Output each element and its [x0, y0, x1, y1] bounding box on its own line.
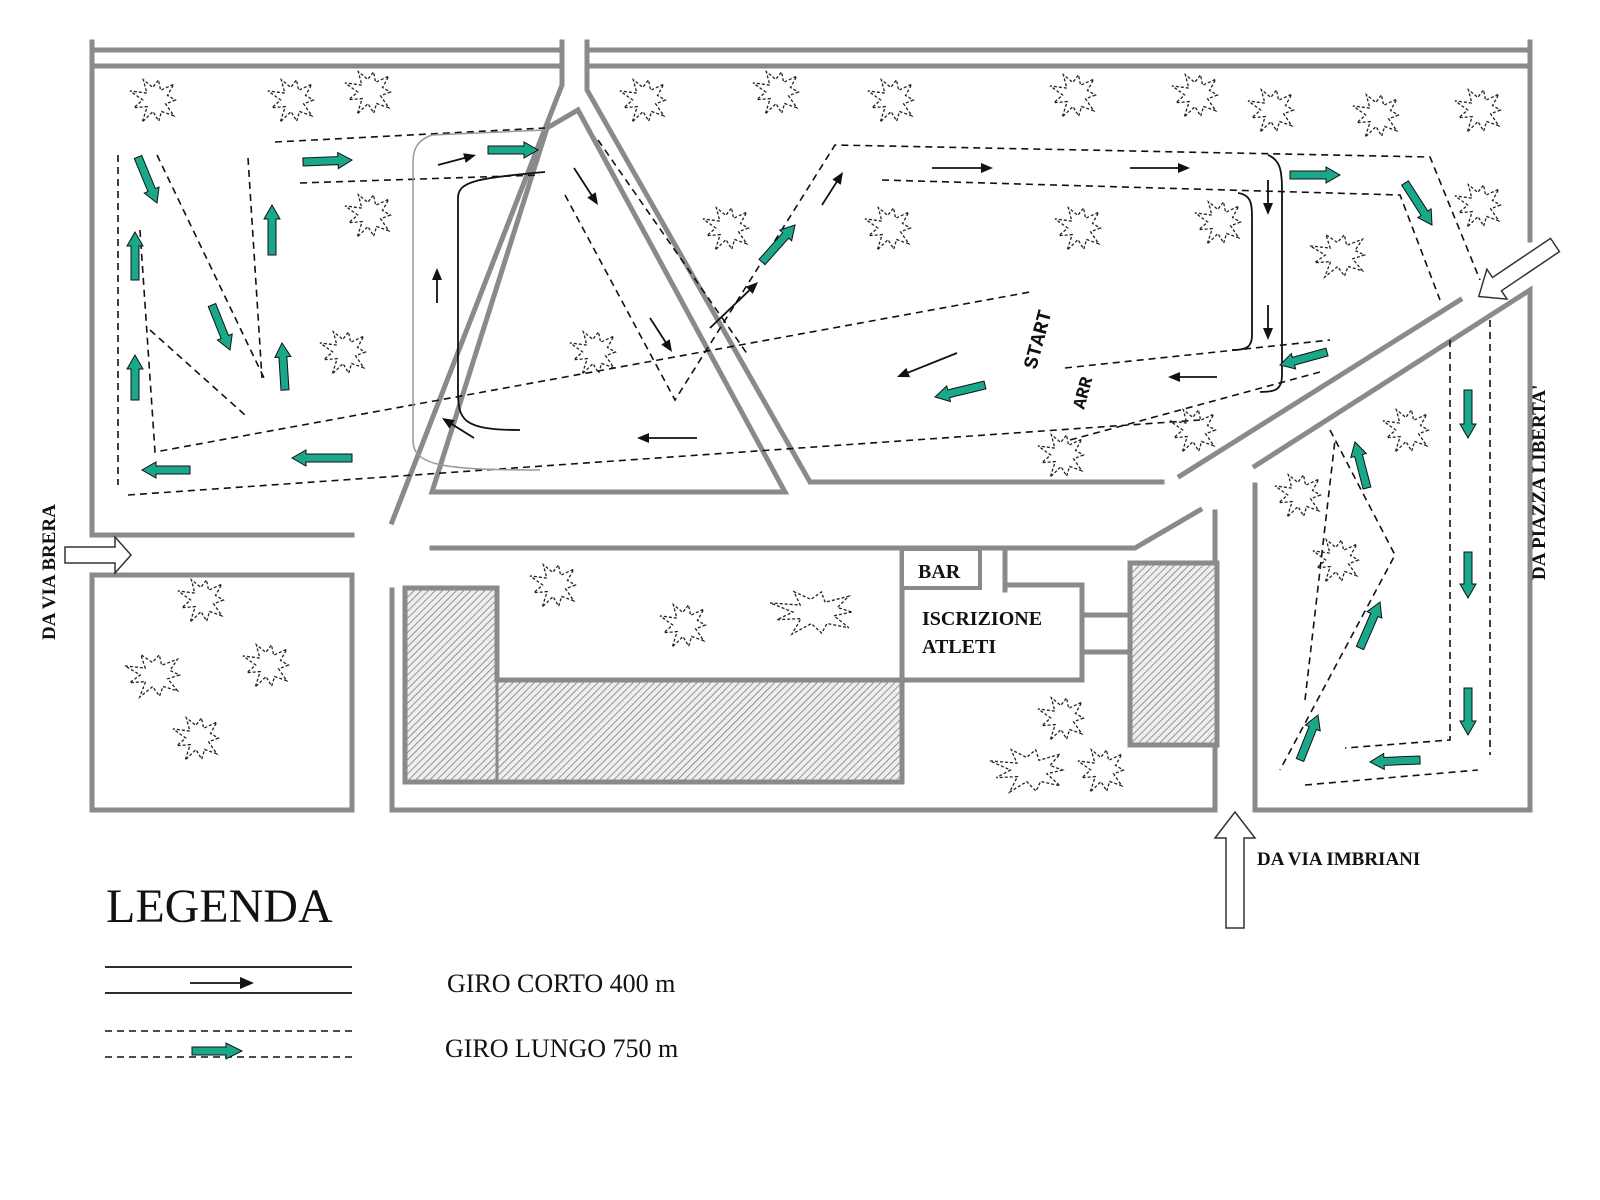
short-loop-arrow-icon [1263, 305, 1273, 340]
short-loop-arrow-icon [437, 153, 477, 166]
tree-icon [619, 77, 667, 123]
short-loop-arrow-icon [649, 317, 673, 353]
trees [124, 69, 1502, 794]
arrival-label: ARR [1070, 375, 1098, 412]
short-loop-arrow-icon [1263, 180, 1273, 215]
tree-icon [124, 653, 182, 700]
long-loop-arrow-icon [140, 461, 191, 479]
bar-label: BAR [918, 561, 961, 583]
entrance-arrow-imbriani [1213, 810, 1257, 929]
long-loop-arrow-icon [302, 151, 354, 170]
start-label: START [1021, 308, 1059, 372]
long-loop-arrow-icon [1355, 601, 1383, 651]
long-loop-arrow-icon [207, 302, 233, 351]
legend: LEGENDA GIRO CORTO 400 m GIRO LUNGO 750 … [105, 880, 678, 1063]
long-loop-arrow-icon [126, 353, 144, 401]
tree-icon [864, 205, 912, 251]
tree-icon [1194, 199, 1242, 245]
short-loop-arrow-icon [432, 268, 442, 303]
short-loop-arrow-icon [709, 282, 758, 329]
short-loop-arrow-icon [573, 167, 598, 206]
long-loop-arrow-icon [126, 230, 144, 281]
tree-icon [529, 562, 577, 608]
building-east [1127, 560, 1220, 748]
tree-icon [1247, 87, 1295, 133]
tree-icon [1454, 182, 1502, 228]
long-loop-arrow-icon [1350, 441, 1372, 490]
tree-icon [1309, 233, 1367, 280]
legend-label-short: GIRO CORTO 400 m [447, 969, 675, 998]
tree-icon [319, 329, 367, 375]
long-loop-arrow-icon [758, 224, 796, 266]
tree-icon [769, 590, 855, 636]
short-loop-arrow-icon [896, 352, 958, 378]
tree-icon [659, 602, 707, 648]
short-loop-arrow-icon [1130, 163, 1190, 173]
tree-icon [1274, 472, 1322, 518]
registration-label-2: ATLETI [922, 636, 996, 658]
tree-icon [1054, 205, 1102, 251]
long-loop-arrow-icon [1295, 714, 1321, 763]
entrance-arrow-brera [64, 535, 133, 575]
building-main [402, 585, 905, 785]
tree-icon [267, 77, 315, 123]
tree-icon [1352, 92, 1400, 138]
legend-title: LEGENDA [106, 880, 333, 933]
tree-icon [1077, 747, 1125, 793]
legend-label-long: GIRO LUNGO 750 m [445, 1034, 678, 1063]
long-loop-arrow-icon [274, 341, 292, 391]
tree-icon [1312, 537, 1360, 583]
short-loop-arrow-icon [1168, 372, 1217, 382]
long-loop-arrows [126, 141, 1477, 771]
buildings [402, 547, 1220, 785]
registration-label-1: ISCRIZIONE [922, 608, 1042, 630]
entrance-label-liberta: DA PIAZZA LIBERTA' [1529, 385, 1550, 580]
tree-icon [867, 77, 915, 123]
tree-icon [1382, 407, 1430, 453]
long-loop-arrow-icon [263, 203, 281, 256]
tree-icon [569, 329, 617, 375]
short-loop-arrows [432, 153, 1273, 443]
short-loop-arrow-icon [821, 171, 843, 206]
long-loop-arrow-icon [1279, 347, 1329, 370]
long-loop-arrow-icon [290, 449, 353, 467]
tree-icon [172, 715, 220, 761]
tree-icon [752, 69, 800, 115]
long-loop-arrow-icon [133, 154, 160, 204]
entrance-arrow-liberta [1477, 237, 1561, 300]
short-loop-arrow-icon [442, 417, 475, 439]
tree-icon [1037, 695, 1085, 741]
tree-icon [177, 577, 225, 623]
tree-icon [344, 69, 392, 115]
tree-icon [1049, 72, 1097, 118]
entrance-label-imbriani: DA VIA IMBRIANI [1257, 849, 1420, 870]
long-loop-arrow-icon [1459, 389, 1477, 440]
tree-icon [344, 192, 392, 238]
long-loop-arrow-icon [1289, 166, 1342, 184]
long-loop-arrow-icon [487, 141, 540, 159]
short-loop-arrow-icon [932, 163, 993, 173]
long-loop-arrow-icon [934, 380, 987, 403]
tree-icon [989, 748, 1065, 794]
long-loop-arrow-icon [1459, 687, 1477, 737]
legend-item-short-loop: GIRO CORTO 400 m [105, 966, 675, 998]
long-loop-arrow-icon [1400, 180, 1433, 226]
tree-icon [702, 205, 750, 251]
legend-item-long-loop: GIRO LUNGO 750 m [105, 1030, 678, 1063]
tree-icon [1037, 432, 1085, 478]
long-loop-path [117, 127, 1491, 786]
tree-icon [242, 642, 290, 688]
entrance-arrows [64, 237, 1561, 929]
tree-icon [129, 77, 177, 123]
bar-building [900, 547, 982, 590]
tree-icon [1454, 87, 1502, 133]
short-loop-arrow-icon [637, 433, 697, 443]
tree-icon [1171, 72, 1219, 118]
long-loop-arrow-icon [1368, 752, 1421, 771]
tree-icon [1169, 407, 1217, 453]
entrance-label-brera: DA VIA BRERA [39, 504, 60, 640]
short-loop-path [412, 129, 1283, 471]
long-loop-arrow-icon [1459, 551, 1477, 600]
